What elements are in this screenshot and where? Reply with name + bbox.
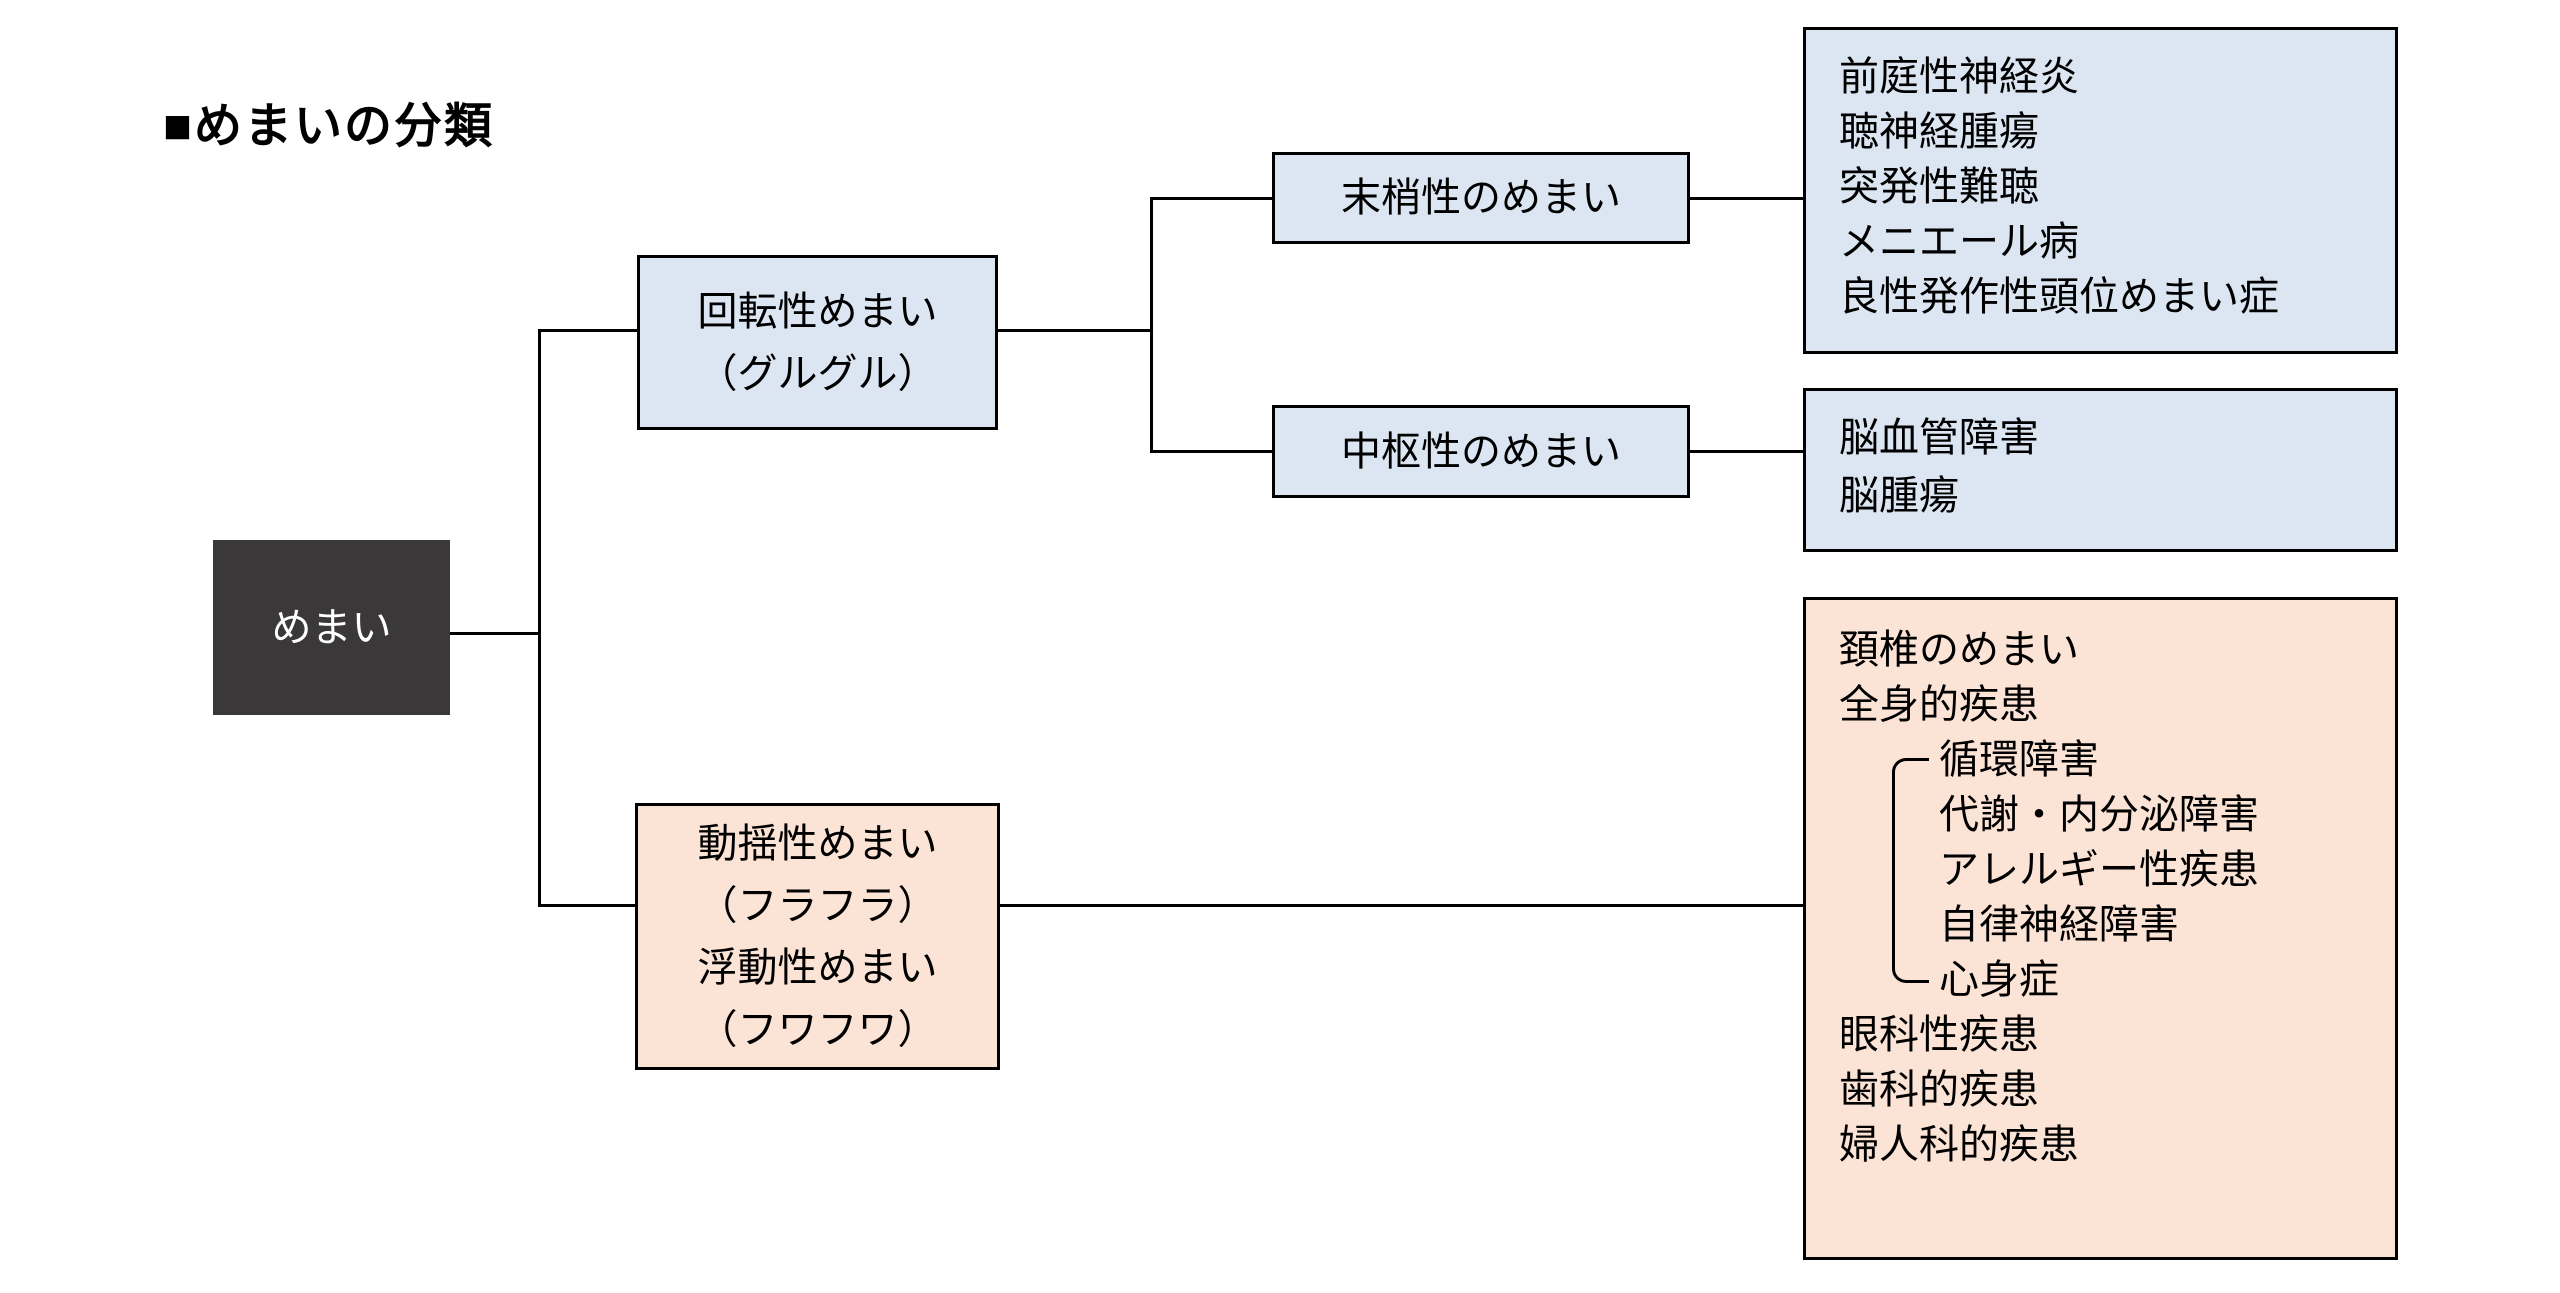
swaying-causes-bracket-list: 循環障害代謝・内分泌障害アレルギー性疾患自律神経障害心身症 <box>1939 733 2385 1008</box>
cause-item: 循環障害 <box>1939 738 2099 782</box>
node-swaying-vertigo-line: 動揺性めまい <box>697 821 938 866</box>
cause-item: 頚椎のめまい <box>1839 628 2079 672</box>
connector-rotatory-to-subtrunk <box>998 329 1151 332</box>
cause-item: 自律神経障害 <box>1939 903 2179 947</box>
connector-trunk-to-swaying <box>538 904 635 907</box>
cause-item: 突発性難聴 <box>1839 165 2039 209</box>
node-rotatory-vertigo-line: 回転性めまい <box>697 289 938 334</box>
cause-item: 前庭性神経炎 <box>1839 55 2079 99</box>
cause-item: 代謝・内分泌障害 <box>1939 793 2259 837</box>
connector-central-to-causes <box>1690 450 1803 453</box>
node-dizziness-root-label: めまい <box>271 605 392 650</box>
cause-item: 脳腫瘍 <box>1839 474 1959 518</box>
systemic-disease-subgroup: 循環障害代謝・内分泌障害アレルギー性疾患自律神経障害心身症 <box>1839 733 2385 1008</box>
cause-item: アレルギー性疾患 <box>1939 848 2259 892</box>
node-central-causes: 脳血管障害脳腫瘍 <box>1803 388 2398 552</box>
cause-item: 心身症 <box>1939 958 2059 1002</box>
node-central-vertigo: 中枢性のめまい <box>1272 405 1690 498</box>
trunk-vertical-line <box>538 329 541 907</box>
cause-item: 聴神経腫瘍 <box>1839 110 2039 154</box>
node-swaying-vertigo: 動揺性めまい （フラフラ） 浮動性めまい （フワフワ） <box>635 803 1000 1070</box>
cause-item: 眼科性疾患 <box>1839 1013 2039 1057</box>
node-peripheral-vertigo-label: 末梢性のめまい <box>1341 176 1621 220</box>
cause-item: メニエール病 <box>1839 220 2079 264</box>
cause-item: 良性発作性頭位めまい症 <box>1839 275 2279 319</box>
cause-item: 婦人科的疾患 <box>1839 1123 2079 1167</box>
connector-trunk-to-rotatory <box>538 329 637 332</box>
node-swaying-causes: 頚椎のめまい全身的疾患 循環障害代謝・内分泌障害アレルギー性疾患自律神経障害心身… <box>1803 597 2398 1260</box>
swaying-causes-top-list: 頚椎のめまい全身的疾患 <box>1839 623 2385 733</box>
cause-item: 脳血管障害 <box>1839 416 2039 460</box>
connector-peripheral-to-causes <box>1690 197 1803 200</box>
grouping-bracket-icon <box>1892 758 1929 983</box>
node-swaying-vertigo-line: （フワフワ） <box>697 1007 938 1052</box>
node-peripheral-vertigo: 末梢性のめまい <box>1272 152 1690 244</box>
connector-subtrunk-to-central <box>1150 450 1272 453</box>
node-swaying-vertigo-line: 浮動性めまい <box>697 945 938 990</box>
cause-item: 全身的疾患 <box>1839 683 2039 727</box>
central-causes-list: 脳血管障害脳腫瘍 <box>1839 409 2385 525</box>
node-dizziness-root: めまい <box>213 540 450 715</box>
diagram-title: ■めまいの分類 <box>163 100 494 153</box>
connector-subtrunk-to-peripheral <box>1150 197 1272 200</box>
peripheral-causes-list: 前庭性神経炎聴神経腫瘍突発性難聴メニエール病良性発作性頭位めまい症 <box>1839 50 2385 325</box>
swaying-causes-bottom-list: 眼科性疾患歯科的疾患婦人科的疾患 <box>1839 1008 2385 1173</box>
node-swaying-vertigo-line: （フラフラ） <box>697 883 938 928</box>
connector-swaying-to-causes <box>1000 904 1803 907</box>
connector-root-to-trunk <box>450 632 538 635</box>
node-central-vertigo-label: 中枢性のめまい <box>1341 429 1621 474</box>
cause-item: 歯科的疾患 <box>1839 1068 2039 1112</box>
node-rotatory-vertigo: 回転性めまい （グルグル） <box>637 255 998 430</box>
node-peripheral-causes: 前庭性神経炎聴神経腫瘍突発性難聴メニエール病良性発作性頭位めまい症 <box>1803 27 2398 354</box>
subtrunk-vertical-line <box>1150 197 1153 453</box>
node-rotatory-vertigo-line: （グルグル） <box>697 351 938 396</box>
